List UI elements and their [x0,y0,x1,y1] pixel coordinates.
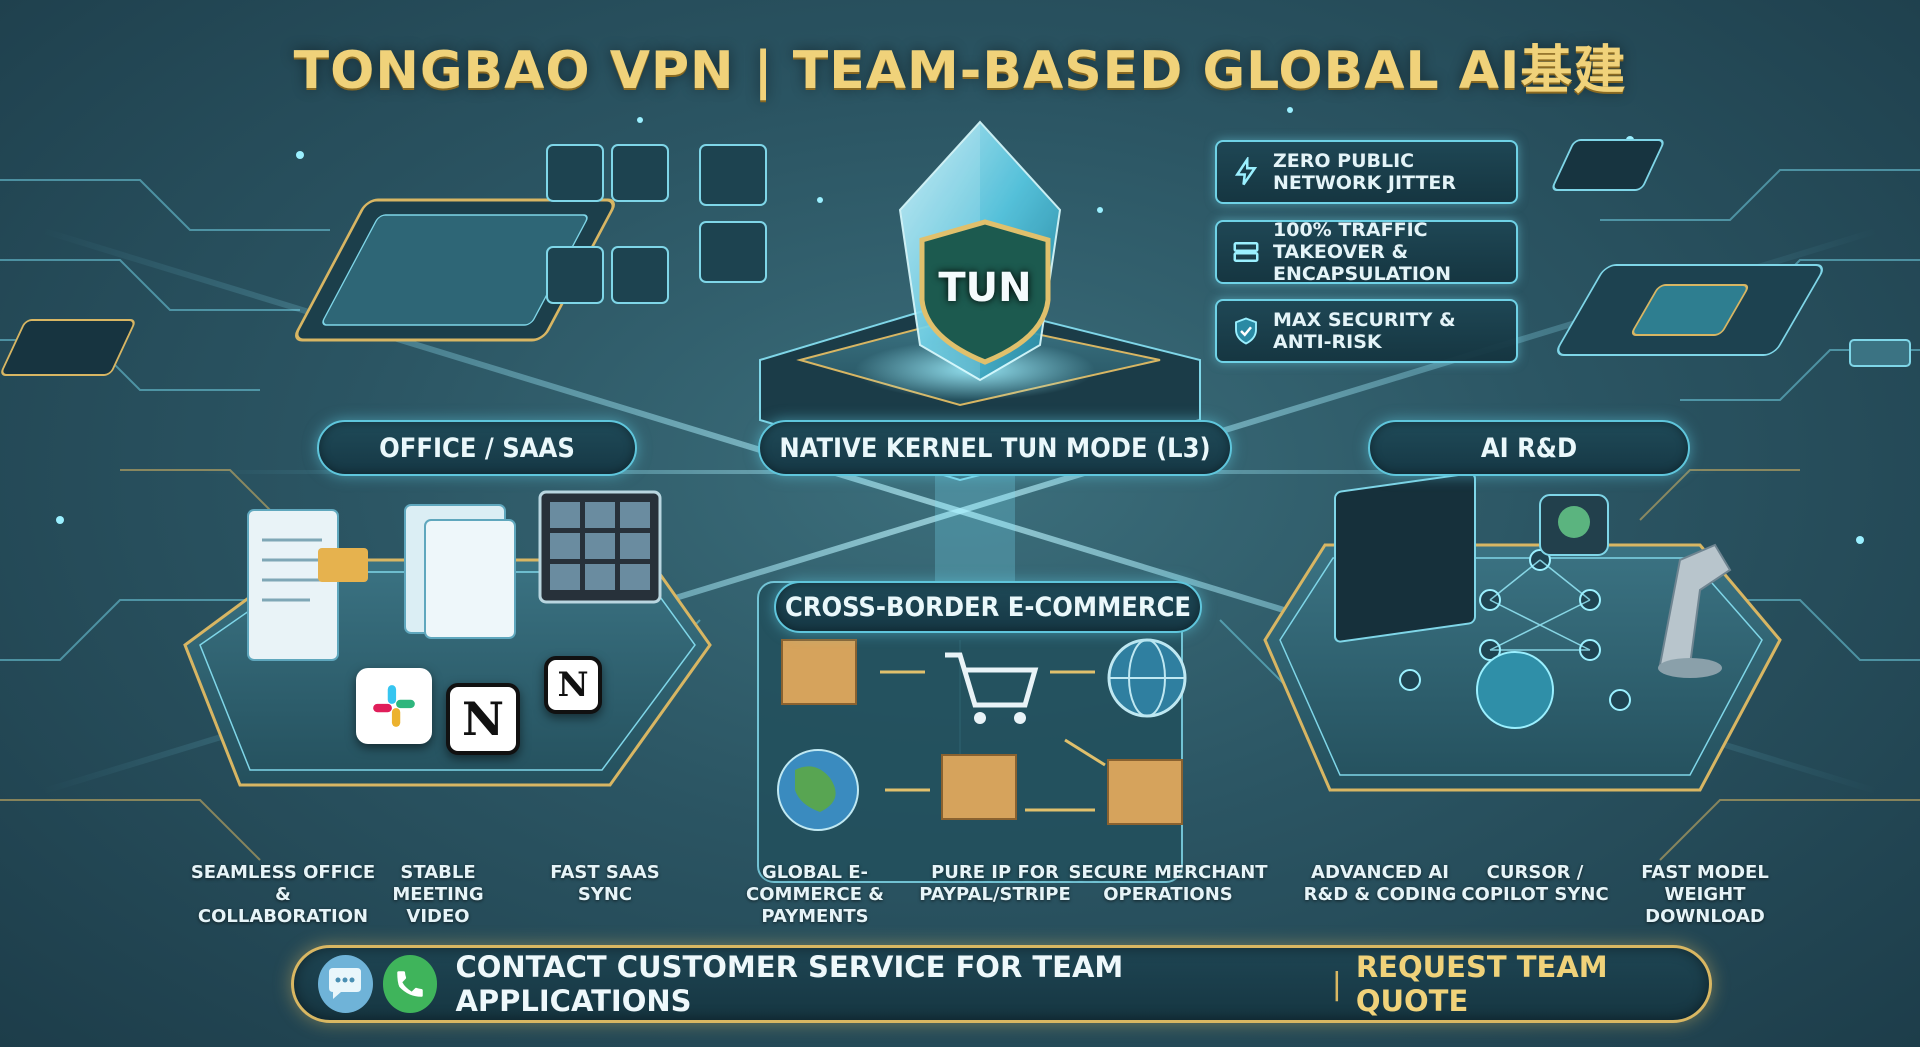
feature-traffic: 100% TRAFFIC TAKEOVER & ENCAPSULATION [1215,219,1518,285]
phone-icon[interactable] [382,955,438,1013]
feature-security: MAX SECURITY & ANTI-RISK [1215,299,1518,363]
server-icon [1229,235,1263,269]
caption-merchant-operations: SECURE MERCHANT OPERATIONS [1068,862,1268,905]
contact-text[interactable]: CONTACT CUSTOMER SERVICE FOR TEAM APPLIC… [455,950,1124,1018]
page-title: TONGBAO VPN | TEAM-BASED GLOBAL AI基建 [293,41,1627,101]
caption-office-collaboration: SEAMLESS OFFICE & COLLABORATION [190,862,376,927]
section-label-office: OFFICE / SAAS [317,420,637,476]
shield-check-icon [1229,314,1263,348]
feature-text: ZERO PUBLIC NETWORK JITTER [1273,150,1457,194]
tun-badge: TUN [938,265,1032,311]
caption-copilot-sync: CURSOR / COPILOT SYNC [1461,862,1609,905]
section-label-ecommerce: CROSS-BORDER E-COMMERCE [774,581,1202,633]
caption-model-download: FAST MODEL WEIGHT DOWNLOAD [1641,862,1769,927]
section-label-tun-mode: NATIVE KERNEL TUN MODE (L3) [758,420,1232,476]
caption-ai-coding: ADVANCED AI R&D & CODING [1303,862,1457,905]
contact-bar[interactable]: CONTACT CUSTOMER SERVICE FOR TEAM APPLIC… [291,945,1712,1023]
feature-jitter: ZERO PUBLIC NETWORK JITTER [1215,140,1518,204]
feature-text: 100% TRAFFIC TAKEOVER & ENCAPSULATION [1273,219,1451,285]
notion-logo-large: N [446,683,520,755]
caption-saas-sync: FAST SAAS SYNC [550,862,660,905]
contact-separator: | [1331,966,1342,1002]
notion-letter: N [461,692,505,746]
section-label-ai: AI R&D [1368,420,1690,476]
slack-icon [373,685,415,727]
feature-text: MAX SECURITY & ANTI-RISK [1273,309,1456,353]
notion-logo-small: N [544,656,602,714]
notion-letter: N [557,665,589,705]
caption-pure-ip: PURE IP FOR PAYPAL/STRIPE [919,862,1071,905]
lightning-icon [1229,155,1263,189]
chat-bubble-icon[interactable] [318,955,373,1013]
request-quote-link[interactable]: REQUEST TEAM QUOTE [1355,950,1608,1018]
caption-ecommerce-payments: GLOBAL E-COMMERCE & PAYMENTS [746,862,884,927]
caption-meeting-video: STABLE MEETING VIDEO [392,862,484,927]
slack-logo [356,668,432,744]
